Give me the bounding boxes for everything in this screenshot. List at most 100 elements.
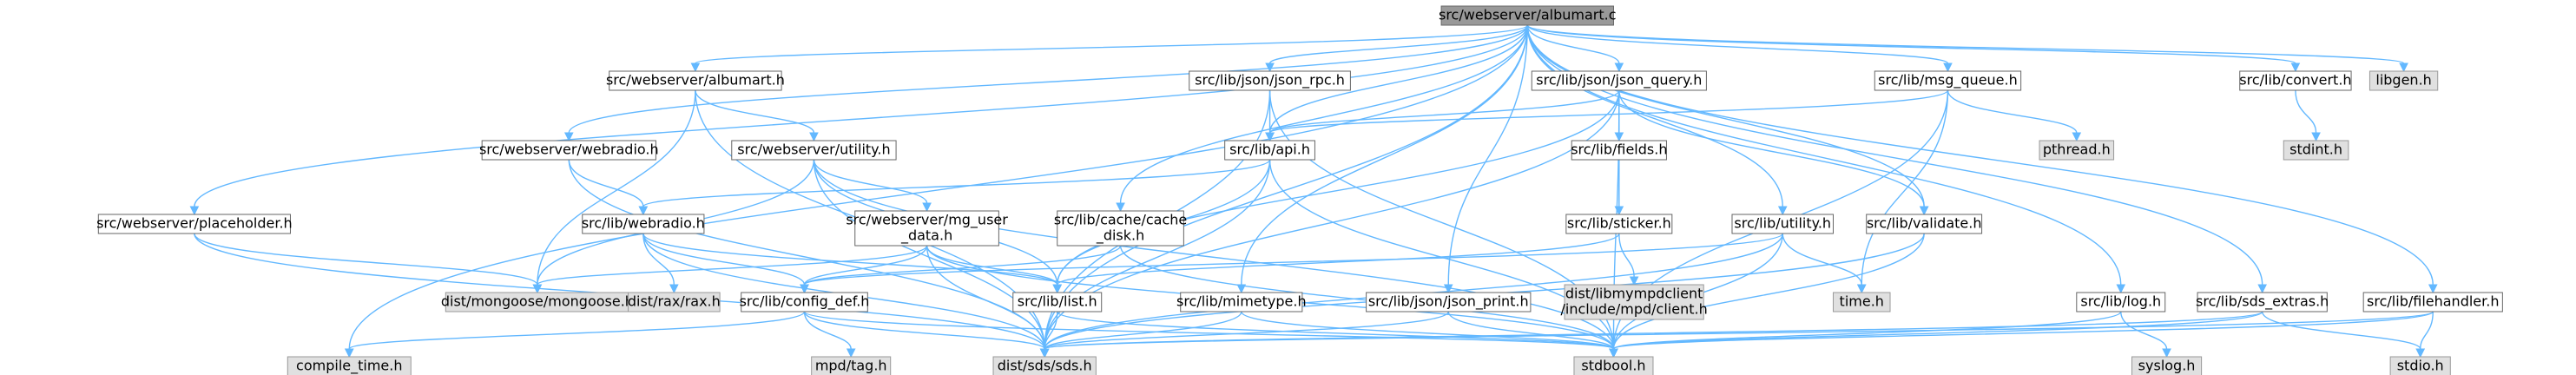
node-box (1874, 70, 2022, 91)
node-mg-user-data-h[interactable]: src/webserver/mg_user_data.h (846, 210, 1008, 247)
node-mpd-tag-h: mpd/tag.h (811, 356, 892, 375)
arrowhead-utility_ws_h-to-mg_user_data_h (922, 202, 932, 213)
node-box (1224, 140, 1315, 161)
node-box (2389, 356, 2451, 375)
node-box (2197, 292, 2328, 312)
edge-filehandler_h-to-sds_h (1044, 311, 2434, 350)
node-utility-lib-h[interactable]: src/lib/utility.h (1731, 214, 1834, 234)
arrowhead-albumart_c-to-webradio_ws_h (563, 132, 574, 142)
node-fields-h[interactable]: src/lib/fields.h (1571, 140, 1667, 161)
node-json-query-h[interactable]: src/lib/json/json_query.h (1531, 70, 1707, 91)
edge-json_query_h-to-api_h (1268, 89, 1620, 134)
node-rax-h: dist/rax/rax.h (628, 292, 721, 312)
node-label: src/webserver/utility.h (737, 141, 890, 158)
node-albumart-c[interactable]: src/webserver/albumart.c (1439, 5, 1617, 26)
arrowhead-filehandler_h-to-stdio_h (2415, 348, 2426, 359)
arrowhead-albumart_c-to-placeholder_h (189, 206, 200, 216)
arrowhead-config_def_h-to-mpd_tag_h (846, 348, 856, 359)
node-box (1832, 292, 1891, 312)
arrowhead-json_query_h-to-validate_h (1919, 206, 1929, 216)
node-label: src/lib/convert.h (2239, 72, 2351, 89)
node-convert-h[interactable]: src/lib/convert.h (2239, 70, 2352, 91)
edge-webradio_lib_h-to-config_def_h (642, 233, 806, 286)
edge-msg_queue_h-to-api_h (1268, 89, 1949, 134)
node-label: src/webserver/webradio.h (479, 141, 659, 158)
arrowhead-albumart_c-to-log_h (2116, 284, 2126, 294)
node-placeholder-h[interactable]: src/webserver/placeholder.h (96, 214, 293, 234)
node-filehandler-h[interactable]: src/lib/filehandler.h (2362, 292, 2503, 312)
node-label: src/lib/utility.h (1734, 215, 1831, 232)
node-albumart-h[interactable]: src/webserver/albumart.h (606, 70, 785, 91)
node-label: src/lib/sds_extras.h (2196, 293, 2329, 311)
node-box (1440, 5, 1614, 26)
node-json-rpc-h[interactable]: src/lib/json/json_rpc.h (1189, 70, 1351, 91)
arrowhead-albumart_c-to-filehandler_h (2428, 284, 2438, 294)
edge-albumart_c-to-api_h (1268, 24, 1528, 134)
node-box (2076, 292, 2166, 312)
node-cache-disk-h[interactable]: src/lib/cache/cache_disk.h (1054, 210, 1187, 247)
node-validate-h[interactable]: src/lib/validate.h (1866, 214, 1983, 234)
node-box (1057, 210, 1184, 247)
node-stdint-h: stdint.h (2283, 140, 2349, 161)
node-list-h[interactable]: src/lib/list.h (1012, 292, 1103, 312)
edge-mg_user_data_h-to-sds_h (926, 245, 1045, 350)
edge-api_h-to-webradio_lib_h (642, 159, 1271, 207)
arrowhead-utility_lib_h-to-time_h (1856, 284, 1867, 294)
node-webradio-lib-h[interactable]: src/lib/webradio.h (582, 214, 705, 234)
edge-list_h-to-stdbool_h (1057, 311, 1615, 350)
arrowhead-albumart_c-to-albumart_h (690, 62, 701, 73)
node-label: src/lib/msg_queue.h (1878, 72, 2018, 89)
edge-utility_ws_h-to-sds_h (813, 159, 1045, 350)
edge-albumart_c-to-cache_disk_h (1119, 24, 1528, 204)
edge-filehandler_h-to-stdio_h (2420, 311, 2434, 350)
node-libgen-h: libgen.h (2368, 70, 2439, 91)
node-json-print-h[interactable]: src/lib/json/json_print.h (1366, 292, 1532, 312)
node-box (2239, 70, 2352, 91)
node-box (1866, 214, 1983, 234)
edge-albumart_c-to-utility_lib_h (1526, 24, 1783, 207)
arrowhead-mg_user_data_h-to-mongoose_h (532, 284, 543, 294)
node-mimetype-h[interactable]: src/lib/mimetype.h (1176, 292, 1307, 312)
node-label: dist/libmympdclient (1565, 286, 1703, 302)
arrowhead-sticker_h-to-list_h (1052, 284, 1063, 294)
edge-utility_ws_h-to-mg_user_data_h (813, 159, 928, 204)
edge-webradio_lib_h-to-rax_h (642, 233, 675, 286)
arrowhead-albumart_c-to-sds_extras_h (2257, 284, 2267, 294)
node-msg-queue-h[interactable]: src/lib/msg_queue.h (1874, 70, 2022, 91)
node-box (2283, 140, 2349, 161)
arrowhead-sticker_h-to-mpdclient_h (1629, 276, 1639, 286)
edge-sds_extras_h-to-stdio_h (2261, 311, 2421, 350)
node-label: src/webserver/placeholder.h (96, 215, 293, 232)
node-box (741, 292, 868, 312)
node-box (811, 356, 892, 375)
arrowhead-config_def_h-to-compile_time_h (344, 348, 354, 359)
node-config-def-h[interactable]: src/lib/config_def.h (740, 292, 870, 312)
node-label: src/lib/list.h (1018, 293, 1097, 310)
node-utility-ws-h[interactable]: src/webserver/utility.h (731, 140, 897, 161)
node-box (1571, 140, 1667, 161)
edge-webradio_lib_h-to-list_h (642, 233, 1058, 286)
node-box (1573, 356, 1654, 375)
edge-list_h-to-sds_h (1044, 311, 1058, 350)
edge-config_def_h-to-stdbool_h (803, 311, 1615, 350)
node-box (1531, 70, 1707, 91)
node-sds-extras-h[interactable]: src/lib/sds_extras.h (2196, 292, 2329, 312)
nodes-layer: src/webserver/albumart.c src/webserver/al… (96, 5, 2503, 375)
node-sticker-h[interactable]: src/lib/sticker.h (1565, 214, 1673, 234)
node-label: _disk.h (1096, 227, 1144, 245)
arrowhead-utility_lib_h-to-config_def_h (800, 284, 809, 294)
node-box (609, 70, 782, 91)
edge-sds_extras_h-to-stdbool_h (1612, 311, 2263, 350)
node-box (2368, 70, 2439, 91)
arrowhead-albumart_c-to-json_query_h (1614, 62, 1624, 73)
edge-utility_lib_h-to-config_def_h (803, 233, 1783, 286)
node-box (1012, 292, 1103, 312)
node-label: src/lib/fields.h (1571, 141, 1667, 158)
edge-mg_user_data_h-to-list_h (926, 245, 1058, 286)
node-label: src/webserver/albumart.h (606, 72, 785, 89)
node-api-h[interactable]: src/lib/api.h (1224, 140, 1315, 161)
edge-config_def_h-to-mpd_tag_h (803, 311, 852, 350)
node-label: src/lib/validate.h (1867, 215, 1982, 232)
node-webradio-ws-h[interactable]: src/webserver/webradio.h (479, 140, 659, 161)
node-log-h[interactable]: src/lib/log.h (2076, 292, 2166, 312)
